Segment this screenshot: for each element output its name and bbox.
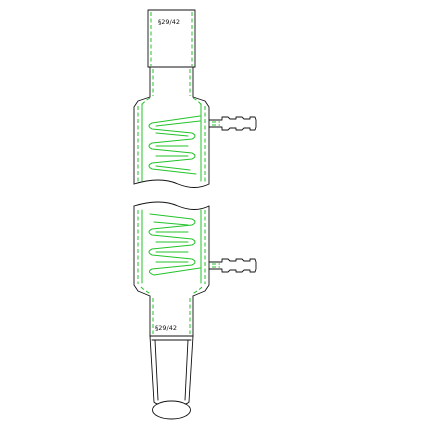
upper-jacket [133, 96, 210, 188]
upper-neck [147, 66, 196, 98]
bottom-joint-label: §29/42 [155, 324, 177, 332]
top-joint-label: §29/42 [158, 18, 180, 26]
lower-neck: §29/42 [149, 295, 194, 337]
top-socket-joint: §29/42 [147, 9, 196, 68]
lower-section: §29/42 [133, 201, 257, 420]
bottom-cone-joint [149, 335, 194, 420]
upper-section: §29/42 [133, 9, 257, 188]
upper-hose-nozzle [208, 116, 257, 131]
lower-hose-nozzle [208, 258, 257, 273]
lower-jacket [133, 201, 210, 297]
upper-coil [148, 115, 201, 175]
lower-coil [148, 213, 201, 276]
